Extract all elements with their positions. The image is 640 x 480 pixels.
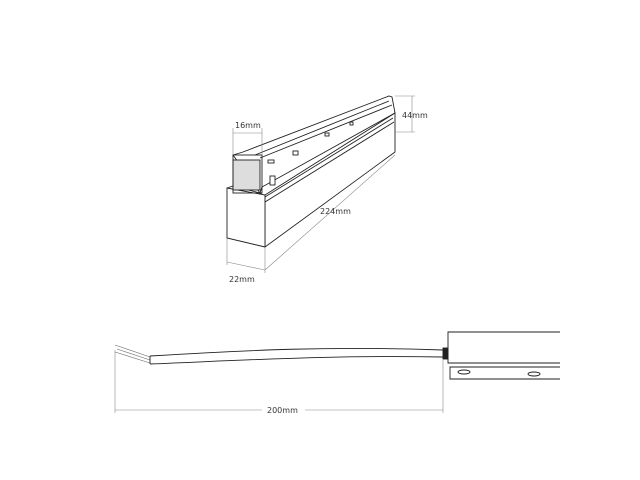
dim-length	[264, 154, 396, 271]
connector-side-view	[114, 331, 560, 380]
front-block	[226, 187, 266, 248]
end-cap-frame	[232, 154, 263, 194]
housing-flange	[449, 366, 560, 380]
slot	[267, 159, 275, 164]
dim-depth	[226, 261, 266, 271]
width-label: 16mm	[235, 121, 261, 130]
clip	[269, 175, 276, 186]
cable-gland	[442, 347, 449, 360]
body-ledge	[264, 121, 395, 203]
cable-length-label: 200mm	[267, 406, 298, 415]
mount-slot	[457, 369, 471, 375]
slot	[292, 150, 299, 156]
mount-slot	[527, 371, 541, 377]
wire-ends	[114, 344, 151, 364]
depth-label: 22mm	[229, 275, 255, 284]
body-groove	[259, 104, 393, 159]
connector-isometric	[226, 95, 396, 248]
dimension-cable	[114, 350, 444, 413]
slot	[324, 132, 330, 137]
end-cap	[232, 159, 261, 191]
body-groove	[254, 100, 390, 156]
housing	[447, 331, 560, 364]
slot	[349, 121, 354, 126]
cable	[149, 347, 444, 365]
dimensions-isometric	[226, 95, 415, 273]
height-label: 44mm	[402, 111, 428, 120]
length-label: 224mm	[320, 207, 351, 216]
